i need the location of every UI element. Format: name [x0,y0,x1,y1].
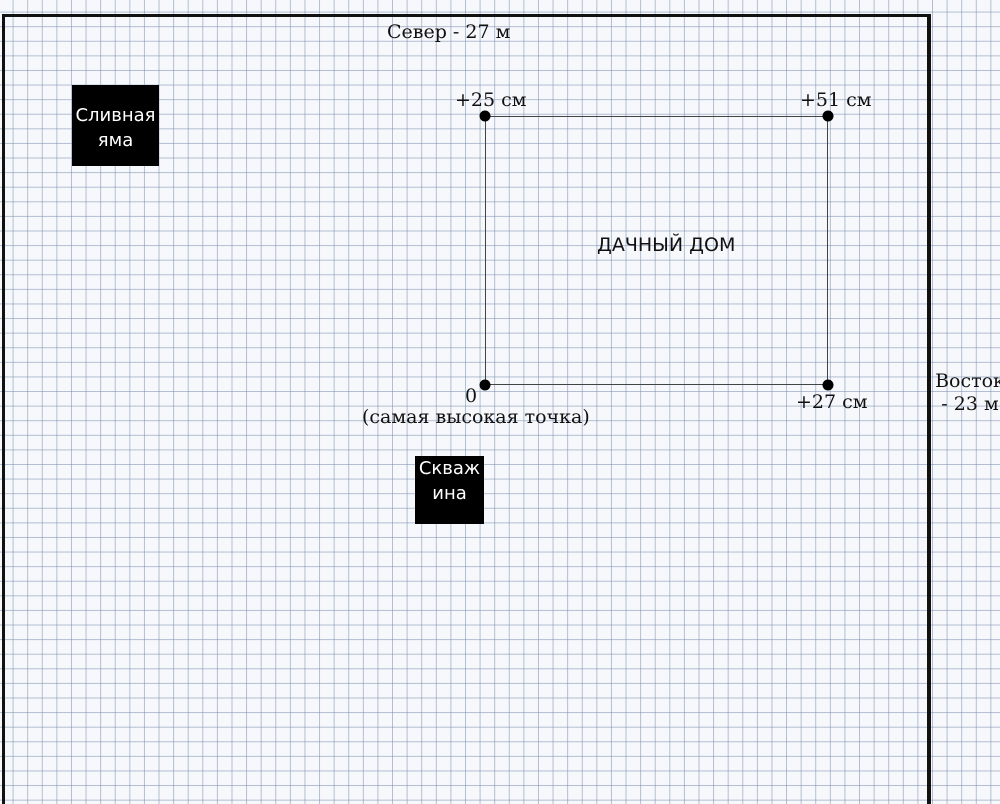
east-side-label-line1: Восток [935,370,1000,392]
house-corner-nw-dot [479,110,491,122]
east-side-label: Восток - 23 м [930,370,1000,416]
house-corner-sw-dot [479,379,491,391]
well-label-line2: ина [432,483,467,505]
septic-pit-block: Сливная яма [72,85,159,166]
house-corner-nw-elevation: +25 см [455,89,527,111]
house-title: ДАЧНЫЙ ДОМ [597,234,736,256]
septic-pit-label-line2: яма [97,130,134,152]
north-side-label: Север - 27 м [387,21,511,43]
plot-boundary [2,14,931,804]
house-corner-ne-elevation: +51 см [800,89,872,111]
house-corner-se-elevation: +27 см [796,391,868,413]
well-label-line1: Скваж [418,458,481,479]
house-corner-sw-elevation: 0 [465,385,478,407]
septic-pit-label-line1: Сливная [75,105,156,126]
well-block: Скваж ина [415,456,484,524]
house-corner-se-dot [822,379,834,391]
house-outline [485,116,828,385]
east-side-label-line2: - 23 м [941,392,999,415]
highest-point-note: (самая высокая точка) [362,406,590,428]
house-corner-ne-dot [822,110,834,122]
